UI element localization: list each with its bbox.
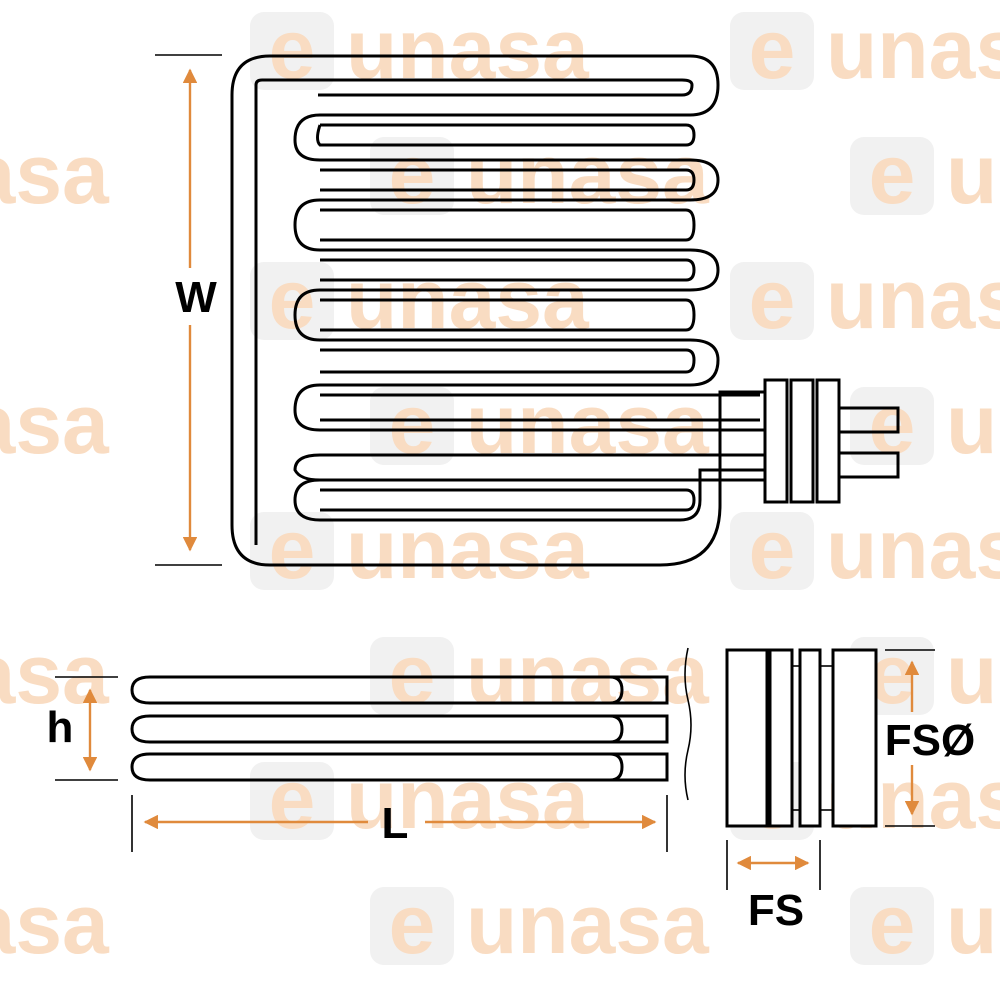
height-dimension: h: [47, 676, 118, 781]
svg-text:e: e: [869, 377, 916, 471]
svg-text:unasa: unasa: [0, 377, 110, 471]
svg-text:unasa: unasa: [466, 627, 710, 721]
svg-text:unasa: unasa: [466, 127, 710, 221]
svg-text:e: e: [389, 627, 436, 721]
svg-text:unasa: unasa: [0, 127, 110, 221]
svg-text:e: e: [389, 127, 436, 221]
svg-text:unasa: unasa: [826, 502, 1000, 596]
side-tube-bottom: [130, 752, 669, 782]
svg-text:e: e: [269, 752, 316, 846]
side-view: [130, 647, 692, 801]
svg-text:e: e: [869, 877, 916, 971]
svg-text:unasa: unasa: [826, 2, 1000, 96]
svg-text:unasa: unasa: [946, 127, 1000, 221]
svg-text:unasa: unasa: [946, 627, 1000, 721]
flange-detail: [725, 648, 878, 828]
inner-wall: [254, 78, 694, 545]
svg-text:unasa: unasa: [0, 877, 110, 971]
height-label: h: [47, 703, 74, 752]
svg-text:e: e: [749, 2, 796, 96]
side-tube-middle: [130, 714, 669, 744]
width-label: W: [175, 273, 217, 322]
svg-text:unasa: unasa: [826, 252, 1000, 346]
inner-tube-outline: [293, 468, 770, 522]
flange-block-left: [725, 648, 769, 828]
top-flange: [763, 378, 841, 504]
terminal-end-top: [838, 406, 900, 434]
side-tube-top: [130, 675, 669, 705]
flange-spacing-label: FS: [748, 886, 804, 935]
flange-plate-3: [815, 378, 841, 504]
flange-diameter-label: FSØ: [885, 716, 975, 765]
terminal-end-bottom: [838, 451, 900, 479]
svg-text:e: e: [389, 877, 436, 971]
length-dimension: L: [131, 795, 668, 852]
width-dimension: W: [155, 54, 222, 566]
flange-diameter-dimension: FSØ: [885, 649, 975, 827]
outer-tube-outline: [230, 54, 770, 567]
flange-plate-2: [789, 378, 815, 504]
svg-text:e: e: [749, 252, 796, 346]
svg-text:unasa: unasa: [946, 877, 1000, 971]
flange-block-right: [831, 648, 878, 828]
svg-text:e: e: [269, 252, 316, 346]
inner-tube-return: [293, 453, 770, 482]
flange-plate-1: [763, 378, 789, 504]
svg-text:unasa: unasa: [346, 502, 590, 596]
svg-text:e: e: [869, 127, 916, 221]
svg-text:e: e: [749, 502, 796, 596]
svg-text:unasa: unasa: [466, 877, 710, 971]
svg-text:unasa: unasa: [346, 752, 590, 846]
length-label: L: [382, 799, 409, 848]
flange-spacing-dimension: FS: [726, 840, 821, 935]
top-view: [230, 54, 900, 567]
svg-text:unasa: unasa: [946, 377, 1000, 471]
flange-ring-2: [798, 648, 822, 828]
hairpin-inner-lines: [316, 123, 760, 512]
break-line: [684, 647, 692, 801]
flange-ring-1: [768, 648, 794, 828]
